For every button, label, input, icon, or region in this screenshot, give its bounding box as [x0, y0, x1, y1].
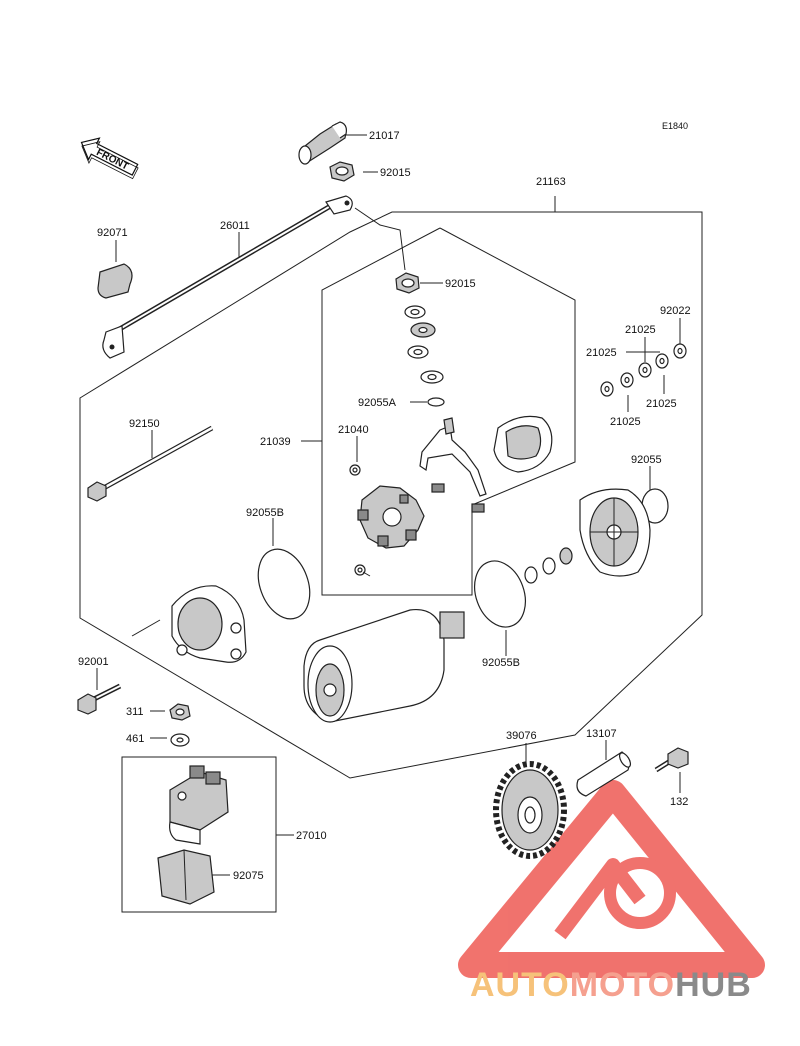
label-92055B-right: 92055B [482, 657, 520, 669]
starter-cable-icon [102, 195, 353, 359]
label-21163: 21163 [536, 176, 566, 188]
leader-lines [96, 134, 681, 876]
relay-cover-icon [157, 849, 215, 905]
label-92015-top: 92015 [380, 167, 411, 179]
nut-icon-top [329, 161, 355, 182]
label-92055A: 92055A [358, 397, 397, 409]
watermark-logo-icon [458, 780, 765, 978]
o-ring-92055B-right-icon [474, 560, 526, 628]
lockwasher-461-icon [170, 733, 190, 747]
label-21040: 21040 [338, 424, 369, 436]
through-bolt-icon [87, 425, 214, 502]
starter-relay-icon [169, 765, 229, 845]
nut-311-icon [169, 703, 191, 721]
small-bolt-132-icon [654, 747, 689, 773]
label-92071: 92071 [97, 227, 128, 239]
label-21017: 21017 [369, 130, 400, 142]
gear-shaft-icon [576, 751, 632, 797]
label-21025-b: 21025 [586, 347, 617, 359]
small-washers-icon [600, 343, 687, 397]
label-92075: 92075 [233, 870, 264, 882]
end-cover-right-icon [579, 488, 651, 577]
watermark-auto: AUTO [470, 966, 570, 1004]
svg-text:AUTOMOTOHUB: AUTOMOTOHUB [470, 966, 752, 1004]
terminal-bracket-icon [419, 417, 487, 513]
nut-icon-mid [395, 272, 420, 294]
terminal-boot-icon [298, 121, 347, 165]
brush-plate-icon [493, 415, 553, 473]
motor-yoke-icon [303, 608, 465, 723]
thrust-washers-icon [524, 547, 573, 584]
watermark-hub: HUB [675, 966, 752, 1004]
diagram-code: E1840 [662, 121, 688, 131]
label-311: 311 [126, 706, 144, 718]
label-39076: 39076 [506, 730, 537, 742]
label-92015-mid: 92015 [445, 278, 476, 290]
idle-gear-icon [493, 761, 567, 859]
label-132: 132 [670, 796, 688, 808]
brush-spring-icon [349, 464, 371, 577]
mount-bolt-icon [77, 683, 122, 715]
watermark-text: AUTOMOTOHUB [470, 966, 752, 1004]
label-461: 461 [126, 733, 144, 745]
front-arrow-icon: FRONT [80, 137, 139, 180]
label-13107: 13107 [586, 728, 617, 740]
brush-holder-icon [357, 485, 425, 549]
washer-stack-icon [404, 305, 445, 407]
watermark-moto: MOTO [570, 966, 675, 1004]
label-26011: 26011 [220, 220, 250, 232]
label-92055B-left: 92055B [246, 507, 284, 519]
end-cover-left-icon [171, 585, 247, 663]
label-21039: 21039 [260, 436, 291, 448]
o-ring-92055B-left-icon [257, 548, 311, 620]
label-92150: 92150 [129, 418, 160, 430]
label-92001: 92001 [78, 656, 109, 668]
label-92055: 92055 [631, 454, 662, 466]
label-21025-d: 21025 [610, 416, 641, 428]
terminal-cap-icon [97, 263, 133, 299]
label-27010: 27010 [296, 830, 327, 842]
label-21025-a: 21025 [625, 324, 656, 336]
label-21025-c: 21025 [646, 398, 677, 410]
label-92022: 92022 [660, 305, 691, 317]
